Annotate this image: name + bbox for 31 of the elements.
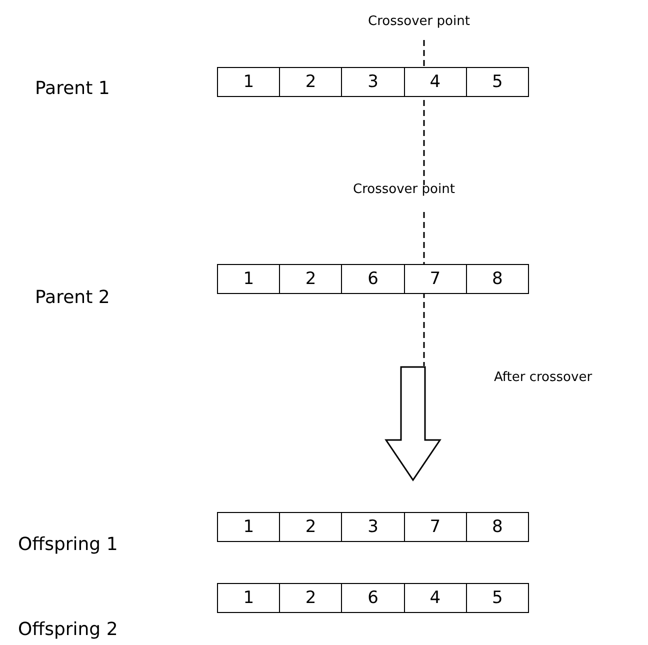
row-label: Offspring 1 bbox=[18, 534, 118, 555]
row-label: Parent 2 bbox=[35, 287, 110, 308]
gene-cell: 2 bbox=[279, 513, 342, 541]
gene-cell: 7 bbox=[404, 265, 466, 293]
gene-cell: 2 bbox=[279, 68, 342, 96]
gene-cell: 8 bbox=[466, 265, 528, 293]
gene-cell: 4 bbox=[404, 584, 466, 612]
gene-cell: 5 bbox=[466, 68, 528, 96]
step-label: After crossover bbox=[494, 370, 592, 385]
gene-cell: 7 bbox=[404, 513, 466, 541]
row-label: Parent 1 bbox=[35, 78, 110, 99]
crossover-label: Crossover point bbox=[368, 14, 470, 29]
gene-cell: 1 bbox=[218, 68, 280, 96]
chromosome-bar bbox=[217, 264, 529, 294]
crossover-label: Crossover point bbox=[353, 182, 455, 197]
gene-cell: 4 bbox=[404, 68, 466, 96]
chromosome-bar bbox=[217, 67, 529, 97]
gene-cell: 8 bbox=[466, 513, 528, 541]
gene-cell: 3 bbox=[341, 513, 404, 541]
gene-cell: 2 bbox=[279, 584, 342, 612]
chromosome-bar bbox=[217, 512, 529, 542]
gene-cell: 2 bbox=[279, 265, 342, 293]
row-label: Offspring 2 bbox=[18, 619, 118, 640]
gene-cell: 3 bbox=[341, 68, 404, 96]
gene-cell: 1 bbox=[218, 265, 280, 293]
gene-cell: 5 bbox=[466, 584, 528, 612]
gene-cell: 1 bbox=[218, 513, 280, 541]
gene-cell: 1 bbox=[218, 584, 280, 612]
gene-cell: 6 bbox=[341, 265, 404, 293]
gene-cell: 6 bbox=[341, 584, 404, 612]
chromosome-bar bbox=[217, 583, 529, 613]
